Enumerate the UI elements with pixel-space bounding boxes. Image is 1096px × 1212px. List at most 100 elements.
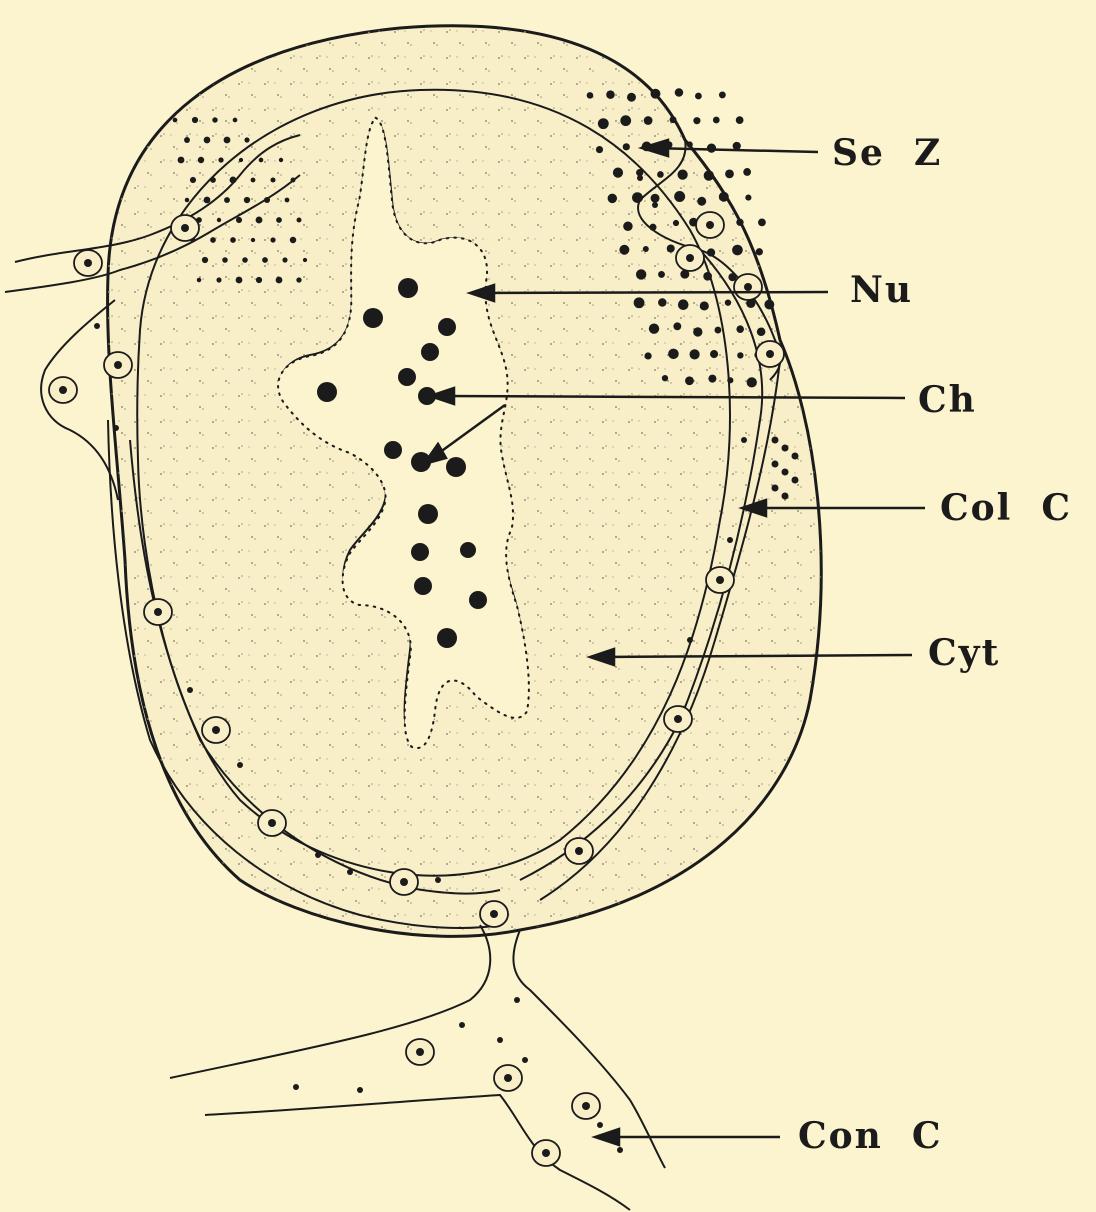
chromosome — [437, 628, 457, 648]
secretory-granule — [623, 143, 630, 150]
cell-nucleus-core — [84, 259, 92, 267]
secretory-granule — [606, 90, 615, 99]
granule — [435, 877, 441, 883]
secretory-granule — [662, 375, 668, 381]
cell-nucleus-core — [744, 283, 752, 291]
secretory-granule — [792, 477, 799, 484]
cell-nucleus-core — [416, 1048, 424, 1056]
secretory-granule — [727, 377, 733, 383]
secretory-granule — [210, 237, 216, 243]
secretory-granule — [725, 299, 731, 305]
granule — [94, 323, 100, 329]
secretory-granule — [668, 349, 679, 360]
cell-nucleus-core — [716, 576, 724, 584]
granule — [315, 852, 321, 858]
granule — [727, 537, 733, 543]
secretory-granule — [703, 272, 712, 281]
secretory-granule — [210, 177, 216, 183]
label-chromosomes: Ch — [918, 382, 977, 418]
granule — [514, 997, 520, 1003]
secretory-granule — [291, 178, 296, 183]
granule — [687, 637, 693, 643]
secretory-granule — [184, 137, 190, 143]
secretory-granule — [217, 218, 221, 222]
arrowhead-con-c — [595, 1129, 619, 1145]
secretory-granule — [212, 117, 217, 122]
cell-nucleus-core — [181, 224, 189, 232]
secretory-granule — [649, 224, 656, 231]
granule — [617, 1147, 623, 1153]
secretory-granule — [619, 245, 629, 255]
secretory-granule — [644, 116, 653, 125]
secretory-granule — [643, 246, 649, 252]
granule — [741, 437, 747, 443]
secretory-granule — [715, 327, 722, 334]
cell-nucleus-core — [114, 361, 122, 369]
secretory-granule — [236, 277, 243, 284]
secretory-granule — [623, 221, 632, 230]
secretory-granule — [737, 352, 743, 358]
secretory-granule — [230, 237, 236, 243]
secretory-granule — [710, 350, 718, 358]
secretory-granule — [202, 257, 208, 263]
secretory-granule — [673, 220, 679, 226]
secretory-granule — [667, 245, 675, 253]
secretory-granule — [693, 117, 700, 124]
secretory-granule — [276, 217, 282, 223]
secretory-granule — [657, 171, 664, 178]
secretory-granule — [303, 258, 307, 262]
secretory-granule — [658, 298, 666, 306]
secretory-granule — [251, 238, 255, 242]
cell-nucleus-core — [582, 1102, 590, 1110]
granule — [347, 869, 353, 875]
secretory-granule — [736, 325, 744, 333]
granule — [652, 202, 658, 208]
secretory-granule — [651, 194, 660, 203]
secretory-granule — [608, 194, 617, 203]
cell-nucleus-core — [212, 726, 220, 734]
secretory-granule — [719, 192, 729, 202]
secretory-granule — [670, 116, 677, 123]
secretory-granule — [736, 116, 744, 124]
secretory-granule — [218, 157, 223, 162]
secretory-granule — [747, 377, 757, 387]
secretory-granule — [270, 177, 275, 182]
secretory-granule — [173, 118, 178, 123]
chromosome — [438, 318, 456, 336]
secretory-granule — [276, 277, 283, 284]
secretory-granule — [244, 137, 249, 142]
secretory-granule — [256, 277, 262, 283]
cell-nucleus-core — [686, 254, 694, 262]
granule — [637, 175, 643, 181]
secretory-granule — [204, 197, 211, 204]
chromosome — [398, 368, 416, 386]
secretory-granule — [695, 93, 702, 100]
secretory-granule — [620, 115, 631, 126]
cell-nucleus-core — [400, 878, 408, 886]
secretory-granule — [757, 327, 766, 336]
secretory-granule — [596, 146, 603, 153]
secretory-granule — [756, 248, 763, 255]
secretory-granule — [700, 301, 709, 310]
cell-nucleus-core — [542, 1149, 550, 1157]
chromosome — [363, 308, 383, 328]
secretory-granule — [233, 118, 238, 123]
chromosome — [418, 504, 438, 524]
granule — [187, 687, 193, 693]
connective-stalk-left-lower — [205, 1095, 630, 1210]
secretory-granule — [782, 445, 789, 452]
secretory-granule — [230, 177, 237, 184]
secretory-granule — [236, 217, 242, 223]
granule — [113, 425, 119, 431]
granule — [293, 1084, 299, 1090]
granule — [357, 1087, 363, 1093]
secretory-granule — [697, 197, 706, 206]
secretory-granule — [713, 117, 720, 124]
secretory-granule — [645, 352, 652, 359]
granule — [459, 1022, 465, 1028]
secretory-granule — [259, 158, 264, 163]
secretory-granule — [792, 453, 799, 460]
secretory-granule — [632, 192, 643, 203]
cell-nucleus-core — [706, 221, 714, 229]
secretory-granule — [707, 248, 715, 256]
